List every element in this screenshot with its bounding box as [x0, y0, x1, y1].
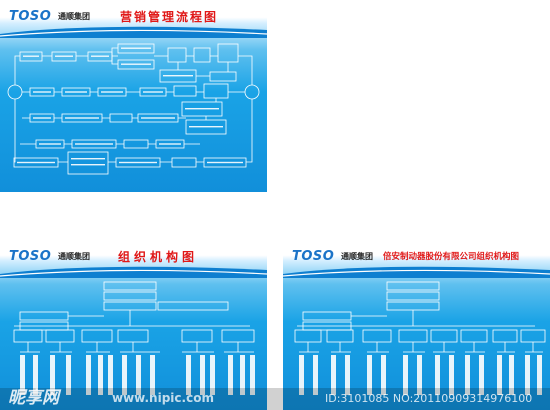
- group-name: 通顺集团: [341, 252, 373, 261]
- flow-box: [109, 113, 133, 123]
- page-title: 营销管理流程图: [120, 10, 219, 24]
- org-chart-panel: TOSO 通顺集团 组织机构图: [0, 240, 267, 410]
- flow-box: [115, 157, 161, 168]
- company-org-chart-panel: TOSO 通顺集团 倍安制动器股份有限公司组织机构图: [283, 240, 550, 410]
- header-swoosh: [0, 26, 267, 38]
- flow-box: [123, 139, 149, 149]
- flowchart: [7, 43, 260, 175]
- toso-logo: TOSO: [9, 9, 52, 24]
- flow-box: [171, 157, 197, 168]
- start-node: [7, 84, 23, 100]
- group-name: 通顺集团: [58, 12, 90, 21]
- watermark-bar: 昵享网 www.nipic.com ID:3101085 NO:20110909…: [0, 388, 550, 410]
- page-title: 组织机构图: [118, 250, 199, 264]
- flow-box: [203, 83, 229, 99]
- group-name: 通顺集团: [58, 252, 90, 261]
- end-node: [244, 84, 260, 100]
- flow-box: [67, 151, 109, 175]
- watermark-id: ID:3101085 NO:20110909314976100: [325, 392, 533, 405]
- toso-logo: TOSO: [292, 249, 335, 264]
- marketing-flow-panel: TOSO 通顺集团 营销管理流程图: [0, 0, 267, 192]
- watermark-url: www.nipic.com: [112, 391, 214, 405]
- watermark-logo: 昵享网: [8, 388, 59, 408]
- flow-box: [217, 43, 239, 63]
- org-tree: [294, 281, 546, 395]
- flow-box: [167, 47, 187, 63]
- flow-box: [193, 47, 211, 63]
- header-swoosh: [0, 266, 267, 278]
- header-swoosh: [283, 266, 550, 278]
- flow-box: [19, 51, 43, 62]
- flow-box: [203, 157, 247, 168]
- flow-box: [117, 43, 155, 54]
- flow-box: [117, 59, 155, 70]
- flow-box: [173, 85, 197, 97]
- flow-box: [181, 101, 223, 117]
- page-title: 倍安制动器股份有限公司组织机构图: [383, 252, 520, 262]
- org-tree: [13, 281, 255, 395]
- flow-box: [51, 51, 77, 62]
- flow-box: [13, 157, 59, 168]
- toso-logo: TOSO: [9, 249, 52, 264]
- flow-box: [209, 71, 237, 82]
